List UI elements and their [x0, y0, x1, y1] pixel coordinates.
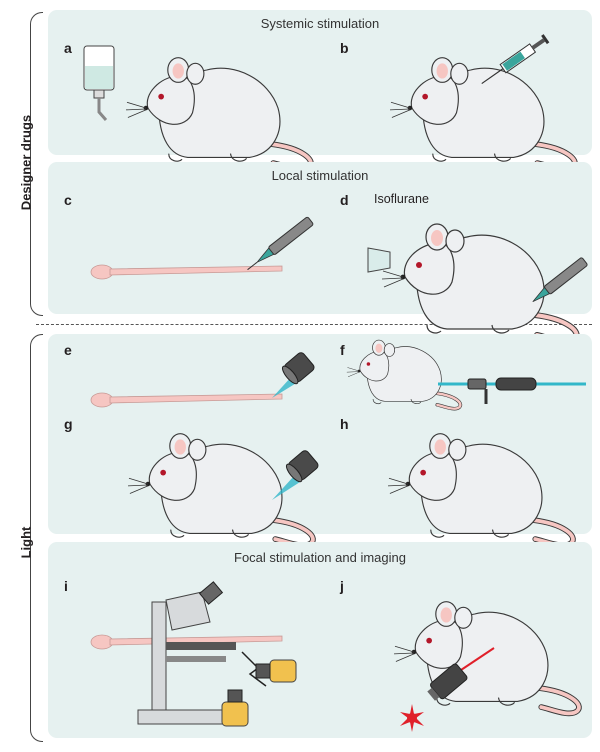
light-panel: e f g h	[48, 334, 592, 534]
panel-label-i: i	[64, 578, 68, 594]
microscope-icon	[137, 581, 267, 725]
panel-label-j: j	[340, 578, 344, 594]
led-icon-g	[272, 450, 319, 500]
section-divider	[36, 324, 592, 325]
designer-drugs-label: Designer drugs	[18, 114, 34, 211]
syringe-icon	[481, 34, 550, 85]
led-icon	[272, 352, 315, 398]
detector-icon-2	[221, 689, 249, 727]
nose-cone-icon	[367, 247, 391, 273]
probe-icon-d	[532, 257, 588, 303]
mouse-h	[388, 414, 578, 554]
systemic-title: Systemic stimulation	[260, 16, 380, 31]
focal-panel: Focal stimulation and imaging i j	[48, 542, 592, 738]
light-label: Light	[18, 526, 34, 559]
detector-icon-1	[255, 659, 297, 683]
laser-objective-icon	[400, 647, 495, 732]
isoflurane-label: Isoflurane	[374, 192, 429, 206]
panel-label-c: c	[64, 192, 72, 208]
focal-title: Focal stimulation and imaging	[234, 550, 406, 565]
panel-label-g: g	[64, 416, 73, 432]
probe-icon	[247, 216, 314, 271]
water-bottle-icon	[83, 45, 115, 121]
systemic-panel: Systemic stimulation a b	[48, 10, 592, 155]
local-title: Local stimulation	[271, 168, 369, 183]
local-panel: Local stimulation c d Isoflurane	[48, 162, 592, 314]
panel-label-e: e	[64, 342, 72, 358]
mouse-a	[126, 38, 316, 178]
panel-label-b: b	[340, 40, 349, 56]
panel-label-h: h	[340, 416, 349, 432]
optical-fiber-icon	[438, 377, 586, 404]
laser-burst	[400, 704, 424, 732]
panel-label-f: f	[340, 342, 345, 358]
panel-label-a: a	[64, 40, 72, 56]
panel-label-d: d	[340, 192, 349, 208]
